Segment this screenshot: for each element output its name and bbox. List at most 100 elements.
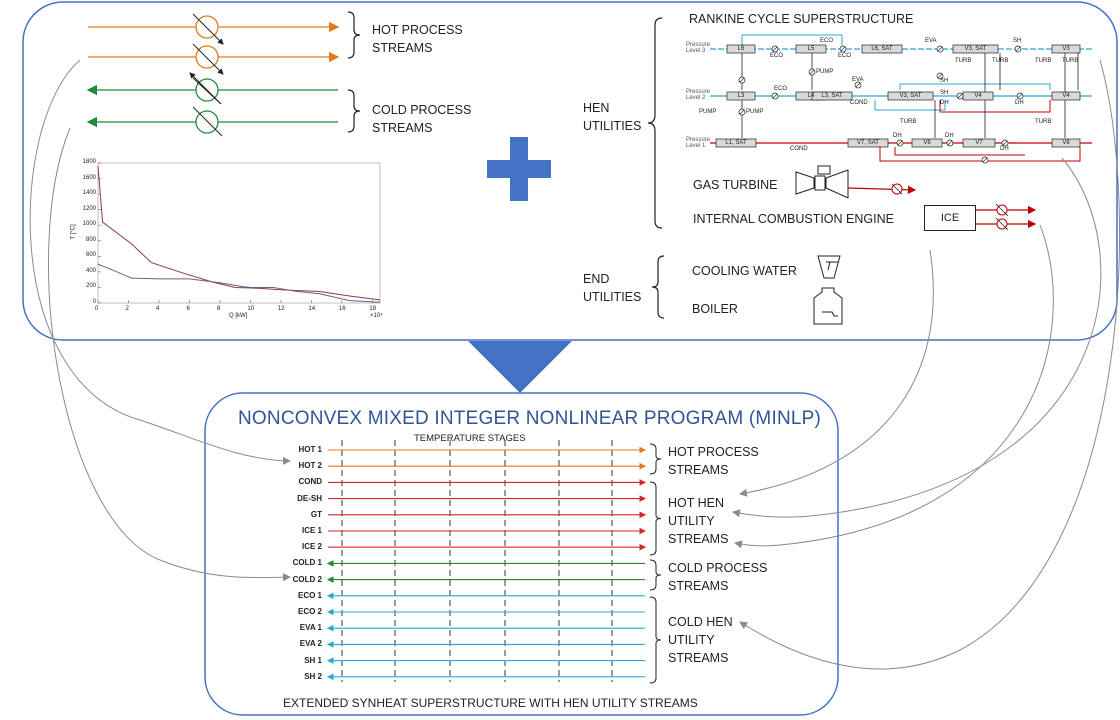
minlp-footer: EXTENDED SYNHEAT SUPERSTRUCTURE WITH HEN… (283, 696, 698, 710)
rankine-tag: TURB (992, 58, 1009, 64)
group-brace (649, 559, 662, 591)
minlp-container (204, 392, 839, 716)
end-utilities-brace (651, 255, 665, 319)
stream-label: COLD 1 (292, 558, 322, 568)
y-tick-label: 1200 (82, 205, 96, 212)
stream-label: HOT 2 (298, 461, 322, 471)
rankine-block (1051, 138, 1081, 148)
rankine-tag: ECO (838, 53, 852, 59)
rankine-block-label: V3 (1062, 46, 1070, 52)
stream-label: ECO 2 (297, 607, 322, 616)
gas-turbine-label: GAS TURBINE (693, 178, 778, 192)
rankine-tag: EVA (925, 38, 937, 44)
rankine-tag: DH (940, 100, 949, 106)
rankine-tag: PUMP (746, 109, 764, 115)
rankine-block-label: V8 (923, 140, 931, 146)
composite-curve-chart (97, 162, 381, 304)
rankine-block-label: V4 (1062, 93, 1070, 99)
process-streams-sketch (86, 11, 361, 137)
x-tick-label: 2 (125, 306, 129, 312)
x-tick-label: 6 (186, 306, 190, 312)
rankine-block-label: V7, SAT (857, 140, 879, 146)
rankine-tag: DH (945, 133, 954, 139)
ice-outputs (975, 203, 1037, 231)
rankine-block (887, 91, 934, 101)
stream-label: SH 1 (304, 655, 322, 665)
pressure-level-2: Pressure Level 2 (686, 89, 711, 101)
rankine-block (962, 138, 996, 148)
rankine-tag: SH (940, 90, 949, 96)
y-axis-label: T [°C] (70, 224, 77, 240)
rankine-block (1051, 91, 1081, 101)
rankine-tag: PUMP (699, 109, 717, 115)
rankine-tag: ECO (820, 38, 834, 44)
x-axis-exponent: ×10⁴ (370, 313, 383, 319)
rankine-block (726, 91, 756, 101)
x-tick-label: 12 (277, 306, 285, 312)
connector-curves (29, 59, 1120, 670)
cold-hen-group-label: COLD HEN UTILITY STREAMS (668, 615, 733, 665)
rankine-tag: SH (940, 78, 949, 84)
down-arrow-icon (468, 341, 572, 393)
boiler-icon (813, 287, 843, 325)
rankine-tag: EVA (852, 77, 864, 83)
rankine-tag: DH (1015, 100, 1024, 106)
y-tick-label: 800 (85, 236, 96, 243)
hen-utilities-brace (647, 17, 663, 229)
cooling-water-label: COOLING WATER (692, 264, 797, 278)
hot-composite-curve (97, 166, 381, 301)
rankine-block-label: V4 (974, 93, 982, 99)
y-tick-label: 0 (92, 299, 96, 305)
stream-label: COLD 2 (292, 574, 322, 584)
rankine-block-label: L1, SAT (725, 140, 747, 146)
stream-label: ECO 1 (297, 590, 322, 600)
rankine-title: RANKINE CYCLE SUPERSTRUCTURE (689, 12, 914, 26)
y-tick-label: 1600 (82, 174, 96, 181)
rankine-block (715, 138, 757, 148)
rankine-schematic (710, 34, 1092, 164)
boiler-label: BOILER (692, 302, 738, 316)
rankine-tag: TURB (1035, 119, 1052, 125)
rankine-block (861, 44, 903, 54)
pressure-level-3: Pressure Level 3 (686, 42, 711, 54)
rankine-tag: TURB (1035, 58, 1052, 64)
rankine-tag: TURB (955, 58, 972, 64)
y-tick-label: 400 (85, 267, 96, 274)
hen-utilities-label: HEN UTILITIES (583, 101, 642, 133)
x-tick-label: 8 (216, 306, 221, 312)
ice-box: ICE (924, 205, 976, 231)
y-tick-label: 600 (85, 252, 96, 259)
x-tick-label: 10 (247, 306, 255, 312)
x-tick-label: 14 (308, 306, 316, 312)
rankine-block-label: L6 (737, 46, 745, 52)
stream-label: DE-SH (297, 493, 322, 503)
stream-label: ICE 2 (301, 542, 322, 552)
minlp-grid (326, 440, 662, 684)
cold-composite-curve (97, 263, 381, 303)
rankine-tag: DH (893, 133, 902, 139)
x-tick-label: 16 (338, 306, 346, 312)
rankine-block (726, 44, 756, 54)
group-brace (649, 596, 662, 684)
rankine-tag: ECO (770, 53, 784, 59)
x-tick-label: 18 (369, 306, 377, 312)
rankine-tag: PUMP (816, 69, 834, 75)
rankine-block-label: V8 (1062, 140, 1070, 146)
hot-hen-group-label: HOT HEN UTILITY STREAMS (668, 496, 729, 546)
rankine-block (795, 44, 827, 54)
rankine-block (1051, 44, 1081, 54)
rankine-tag: SH (1013, 38, 1022, 44)
x-tick-label: 4 (155, 306, 160, 312)
rankine-block-label: L4 (807, 93, 815, 99)
stream-label: SH 2 (304, 671, 322, 681)
rankine-block-label: V3, SAT (899, 93, 922, 99)
pressure-level-1: Pressure Level 1 (686, 137, 711, 149)
hot-process-group-label: HOT PROCESS STREAMS (668, 445, 759, 477)
rankine-block-label: V3, SAT (964, 46, 987, 52)
rankine-block (911, 138, 943, 148)
plus-icon (487, 137, 551, 201)
cold-process-group-label: COLD PROCESS STREAMS (668, 561, 768, 593)
y-tick-label: 1800 (82, 159, 96, 165)
rankine-block-label: V7 (975, 140, 983, 146)
